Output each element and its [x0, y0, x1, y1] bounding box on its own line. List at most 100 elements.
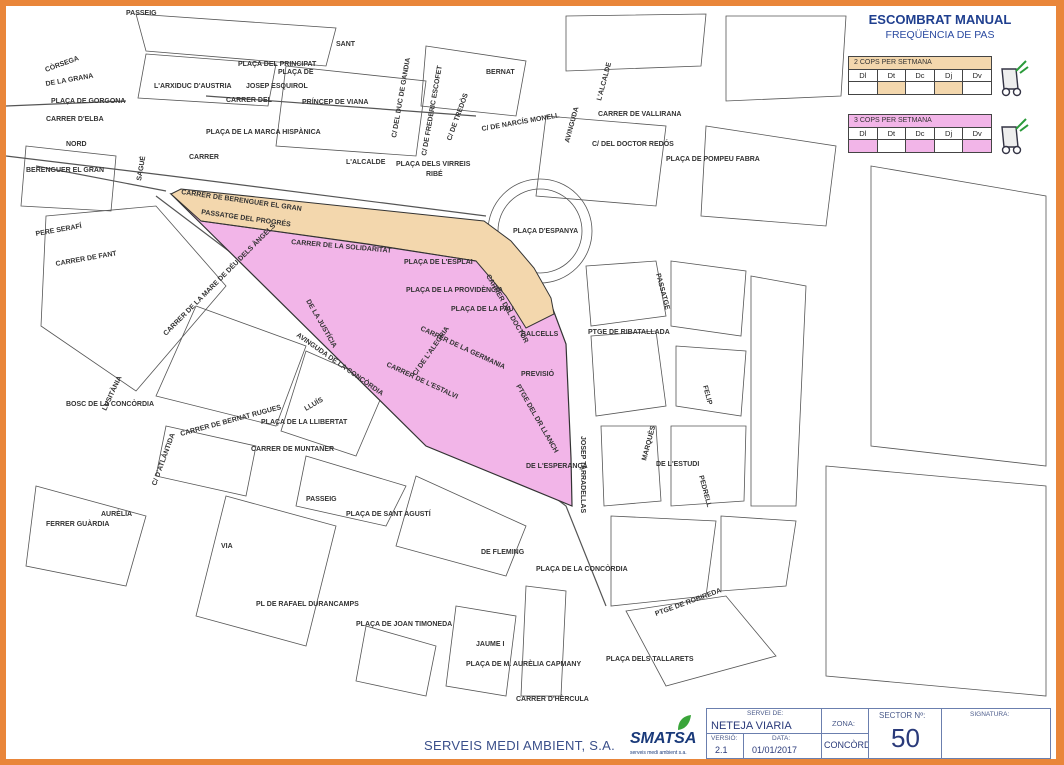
street-label: PLAÇA DE	[278, 69, 314, 76]
city-block	[725, 15, 847, 102]
street-label: PLAÇA DE LA PAU	[451, 306, 514, 313]
city-block	[195, 495, 337, 647]
street-label: BALCELLS	[521, 331, 559, 338]
day-label: Dv	[972, 129, 982, 138]
street-label: FERRER GUÀRDIA	[46, 519, 109, 528]
street-label: PASSEIG	[306, 496, 337, 503]
street-label: RIBÉ	[426, 169, 443, 178]
city-block	[585, 260, 667, 327]
data-label: DATA:	[772, 735, 791, 742]
street-label: PLAÇA DE GORGONA	[51, 98, 125, 105]
street-label: PLAÇA DEL PRINCIPAT	[238, 61, 317, 68]
legend-box-header: 2 COPS PER SETMANA	[849, 57, 991, 70]
day-cell	[849, 82, 878, 94]
city-block	[870, 165, 1047, 467]
signatura-label: SIGNATURA:	[970, 711, 1010, 718]
legend-days-row: Dl Dt Dc Dj Dv	[849, 70, 991, 81]
city-block	[135, 13, 337, 67]
street-label: PASSEIG	[126, 10, 157, 17]
day-label: Dl	[849, 70, 878, 81]
street-label: JAUME I	[476, 641, 504, 648]
city-block	[155, 305, 307, 427]
day-cell	[849, 140, 878, 152]
legend-box-3-cops: 3 COPS PER SETMANA Dl Dt Dc Dj Dv	[848, 114, 992, 153]
street-label: PLAÇA DE SANT AGUSTÍ	[346, 509, 432, 518]
street-label: PLAÇA DELS TALLARETS	[606, 656, 694, 663]
street-label: PLAÇA D'ESPANYA	[513, 228, 578, 235]
city-block	[720, 515, 797, 592]
city-block	[445, 605, 517, 697]
street-label: PLAÇA DE JOAN TIMONEDA	[356, 621, 452, 628]
street-label: L'ALCALDE	[346, 159, 386, 166]
day-cell	[963, 82, 991, 94]
street-label: LLUÍS	[303, 395, 325, 413]
sweeper-cart-icon	[1001, 118, 1029, 155]
smatsa-logo-subtitle: serveis medi ambient s.a.	[630, 750, 687, 756]
city-block	[670, 425, 747, 507]
title-block: SERVEIS MEDI AMBIENT, S.A. SMATSA servei…	[6, 700, 1056, 759]
city-block	[825, 465, 1047, 697]
day-label: Dc	[906, 128, 935, 139]
street-label: BOSC DE LA CONCÒRDIA	[66, 399, 154, 408]
street-label: JOSEP TARRADELLAS	[579, 436, 586, 513]
day-label: Dc	[906, 70, 935, 81]
day-label: Dj	[935, 70, 964, 81]
data-value: 01/01/2017	[752, 745, 798, 755]
zone-2-inner-edge	[200, 220, 369, 245]
frequency-legend: ESCOMBRAT MANUAL FREQÜÈNCIA DE PAS	[842, 12, 1038, 41]
sector-value: 50	[891, 723, 920, 753]
street-label: DE L'ESTUDI	[656, 461, 699, 468]
day-cell	[963, 140, 991, 152]
road	[6, 100, 127, 107]
street-label: CARRER	[189, 154, 219, 161]
smatsa-logo: SMATSA	[630, 730, 697, 747]
street-label: PREVISIÓ	[521, 369, 555, 378]
street-label: PL DE RAFAEL DURANCAMPS	[256, 601, 359, 608]
street-label: CARRER DEL	[226, 97, 273, 104]
legend-subtitle: FREQÜÈNCIA DE PAS	[885, 29, 995, 41]
street-label: C/ DEL DOCTOR REDÓS	[592, 139, 674, 148]
signatura-cell: SIGNATURA:	[941, 708, 1051, 759]
street-label: CARRER D'HÈRCULA	[516, 694, 589, 703]
street-label: MARQUÈS	[639, 424, 657, 461]
day-label: Dl	[849, 128, 878, 139]
city-block	[675, 345, 747, 417]
street-label: NORD	[66, 141, 87, 148]
zone-2-inner-edge	[367, 243, 477, 262]
street-label: DE LA GRANA	[45, 73, 94, 88]
day-label: Dj	[935, 128, 964, 139]
city-block	[750, 275, 807, 507]
legend-box-header: 3 COPS PER SETMANA	[849, 115, 991, 128]
city-block	[565, 13, 707, 72]
city-block	[535, 115, 667, 207]
legend-check-row	[849, 81, 991, 94]
street-label: AURÈLIA	[101, 509, 132, 518]
street-label: PERE SERAFÍ	[35, 221, 84, 238]
day-cell	[906, 140, 935, 152]
legend-days-row: Dl Dt Dc Dj Dv	[849, 128, 991, 139]
zona-label: ZONA:	[832, 719, 855, 728]
city-block	[670, 260, 747, 337]
street-label: PLAÇA DE LA LLIBERTAT	[261, 419, 348, 426]
zona-value: CONCÒRDIA	[824, 740, 880, 750]
city-block	[520, 585, 567, 697]
street-label: JOSEP ESQUIROL	[246, 83, 308, 90]
street-label: C/ DEL DUC DE GANDIA	[391, 57, 412, 138]
city-block	[420, 45, 527, 117]
street-label: L'ARXIDUC D'AUSTRIA	[154, 83, 232, 90]
city-block	[355, 625, 437, 697]
street-label: PLAÇA DE L'ESPLAI	[404, 259, 473, 266]
street-label: PTGE DE ROBIREDA	[654, 587, 722, 618]
road	[35, 165, 167, 192]
zona-cell: CONCÒRDIA	[821, 733, 879, 759]
street-label: SANT	[336, 41, 356, 48]
city-block	[590, 330, 667, 417]
leaf-icon	[678, 715, 691, 730]
servei-cell: SERVEI DE: NETEJA VIARIA	[706, 708, 824, 735]
legend-title: ESCOMBRAT MANUAL	[868, 12, 1012, 27]
city-block	[395, 475, 527, 577]
city-block	[625, 595, 777, 687]
legend-check-row	[849, 139, 991, 152]
city-block	[275, 65, 427, 157]
